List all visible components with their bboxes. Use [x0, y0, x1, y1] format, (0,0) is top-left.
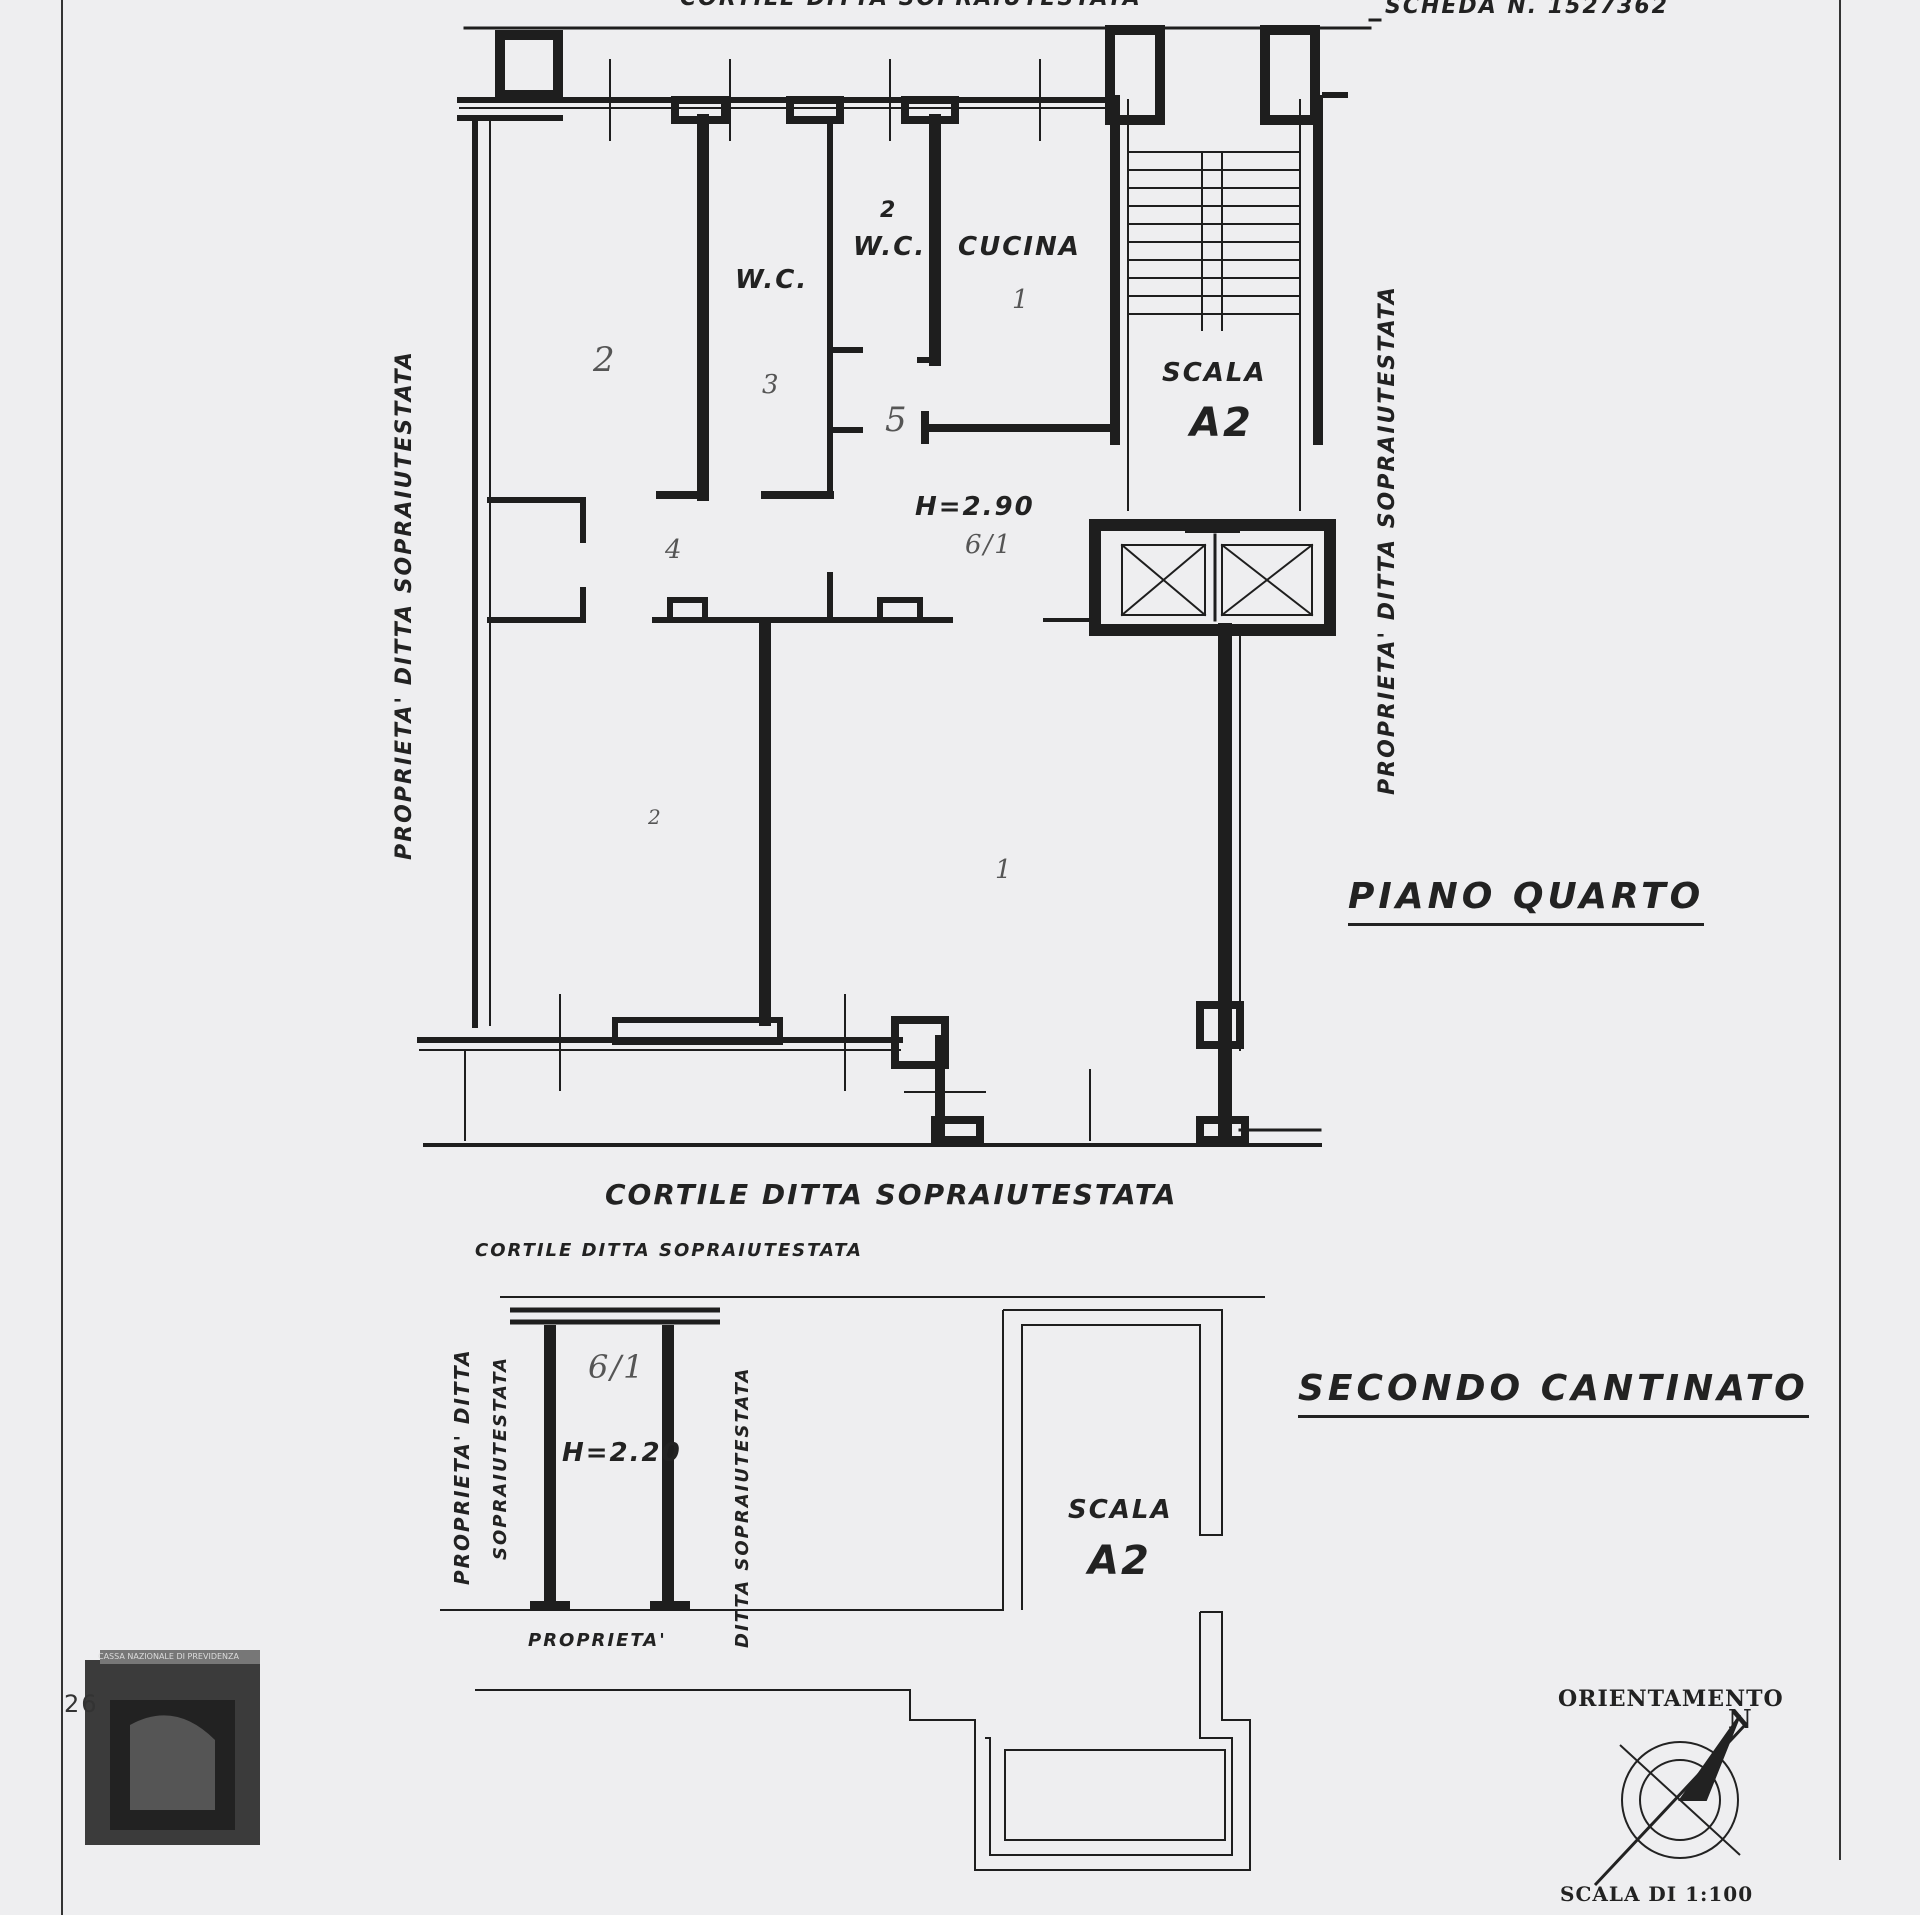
page-frame: [61, 0, 1841, 1915]
room-wc-1: W.C.: [735, 265, 809, 295]
room-kitchen-number: 1: [1012, 285, 1031, 315]
cellar-id: 6/1: [588, 1348, 646, 1386]
stamp-icon: [85, 1650, 260, 1845]
stair-label-upper: SCALA: [1162, 358, 1267, 388]
ceiling-height-lower: H=2.20: [562, 1438, 682, 1468]
page-mark: 26: [64, 1690, 99, 1718]
room-note-5: 5: [885, 400, 909, 440]
stair-id-lower: A2: [1088, 1538, 1151, 1584]
lower-plan-title: SECONDO CANTINATO: [1298, 1368, 1809, 1418]
room-2-number: 2: [593, 340, 617, 380]
orientation-label: ORIENTAMENTO: [1558, 1686, 1784, 1712]
stair-label-lower: SCALA: [1068, 1495, 1173, 1525]
scale-label: SCALA DI 1:100: [1560, 1882, 1754, 1906]
upper-plan-title: PIANO QUARTO: [1348, 876, 1705, 926]
room-wc-2: W.C.: [853, 232, 927, 262]
header-courtyard-label: CORTILE DITTA SOPRAIUTESTATA: [680, 0, 1142, 11]
stamp-caption: CASSA NAZIONALE DI PREVIDENZA: [98, 1652, 239, 1661]
upper-courtyard-label: CORTILE DITTA SOPRAIUTESTATA: [605, 1178, 1178, 1211]
compass-icon: [1593, 1714, 1747, 1887]
lower-courtyard-label-1: CORTILE DITTA SOPRAIUTESTATA: [475, 1240, 863, 1261]
north-label: N: [1728, 1705, 1753, 1735]
room-3-number: 3: [762, 370, 781, 400]
room-1-number: 1: [995, 855, 1014, 885]
upper-left-property-label: PROPRIETA' DITTA SOPRAIUTESTATA: [392, 350, 417, 860]
room-wc-2-number: 2: [880, 198, 898, 223]
room-2b-number: 2: [648, 805, 663, 829]
header-scheda-label: SCHEDA N. 1527362: [1385, 0, 1669, 19]
room-kitchen: CUCINA: [958, 232, 1081, 262]
room-note-4: 4: [665, 535, 684, 565]
stair-id-upper: A2: [1190, 400, 1253, 446]
ceiling-height-upper: H=2.90: [915, 492, 1035, 522]
upper-plan-walls: [417, 18, 1382, 1147]
lower-left-property-label-2: SOPRAIUTESTATA: [490, 1355, 511, 1560]
lower-right-property-label: DITTA SOPRAIUTESTATA: [732, 1366, 753, 1648]
lower-plan-walls: [440, 1296, 1265, 1871]
room-note-61: 6/1: [965, 530, 1013, 560]
upper-right-property-label: PROPRIETA' DITTA SOPRAIUTESTATA: [1375, 285, 1400, 795]
lower-left-property-label-1: PROPRIETA' DITTA: [450, 1348, 474, 1585]
lower-bottom-property-label: PROPRIETA': [528, 1630, 667, 1651]
